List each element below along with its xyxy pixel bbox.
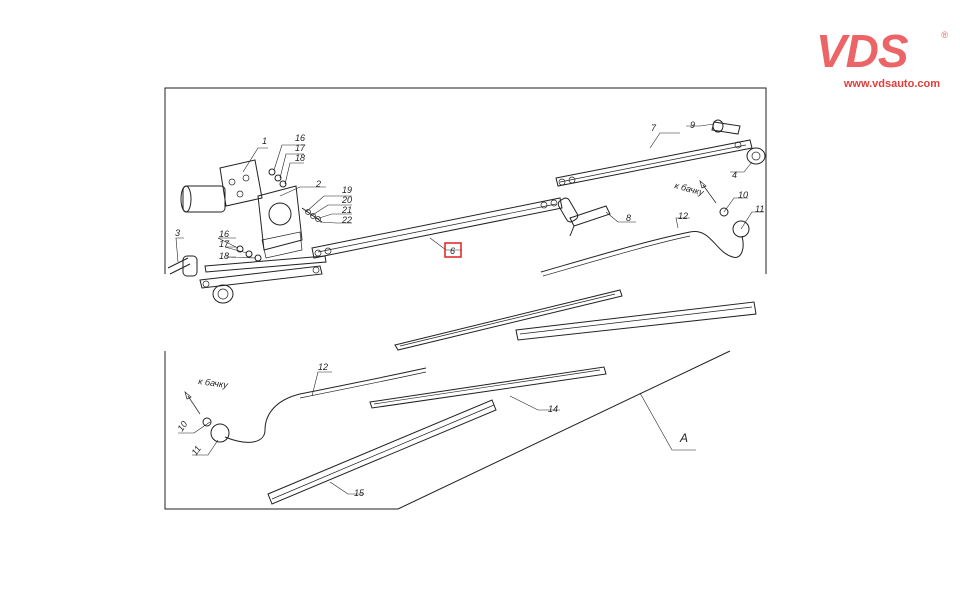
short-link-rod [199,265,323,289]
left-wiper-pivot [167,255,234,304]
callout-7: 7 [651,123,657,133]
view-A-label: A [679,431,688,445]
callout-12-bottom: 12 [318,362,328,372]
callout-10-top: 10 [738,190,748,200]
fasteners-16-18-top [268,168,287,188]
callout-12-top: 12 [678,211,688,221]
washer-nozzle-top [699,180,750,238]
logo-mark: VDS [816,25,909,77]
motor-bracket [257,185,303,259]
crank-arm [711,119,741,135]
callout-6: 6 [450,246,455,256]
callout-8: 8 [626,213,631,223]
callout-15: 15 [354,488,365,498]
callout-19: 19 [342,185,352,195]
callout-9: 9 [690,120,695,130]
leader-lines [175,123,764,495]
upper-link-rod [555,139,753,187]
washer-hose-bottom [224,367,427,443]
callout-11-top: 11 [755,204,764,214]
washer-hose-top [540,231,744,277]
right-wiper-pivot [557,197,611,237]
callout-22: 22 [341,215,352,225]
callout-10-bottom: 10 [175,419,189,433]
logo-registered-mark: ® [941,30,948,40]
long-link-rod [311,197,563,259]
callout-18-bottom: 18 [219,251,229,261]
callout-3: 3 [175,228,180,238]
wiper-blade-lower [369,366,607,409]
wiper-rubber-upper [515,301,757,341]
wiper-motor [180,159,263,213]
drawing-frame [164,87,767,510]
callout-16-bottom: 16 [219,229,229,239]
callout-2: 2 [315,179,321,189]
callout-16-top: 16 [295,133,305,143]
logo-url: www.vdsauto.com [843,78,940,90]
callout-17-bottom: 17 [219,239,230,249]
pivot-bushing [746,147,766,165]
wiper-rubber-lower [267,399,497,505]
callout-18-top: 18 [295,153,305,163]
crank-link [204,255,327,273]
callout-4: 4 [732,170,737,180]
to-tank-label-bottom: к бачку [198,376,229,390]
callout-17-top: 17 [295,143,306,153]
vds-logo: VDS ® www.vdsauto.com [812,26,952,92]
washer-nozzle-bottom [184,391,230,443]
wiper-blade-upper [394,289,623,351]
fasteners-16-18-bottom [236,245,262,262]
callout-21: 21 [341,205,352,215]
callout-14: 14 [548,404,558,414]
highlighted-part-callout[interactable]: 6 [444,242,462,258]
callout-20: 20 [341,195,352,205]
callout-1: 1 [262,136,267,146]
callout-labels: 1 16 17 18 2 19 20 21 22 16 17 18 3 7 9 … [175,120,764,498]
